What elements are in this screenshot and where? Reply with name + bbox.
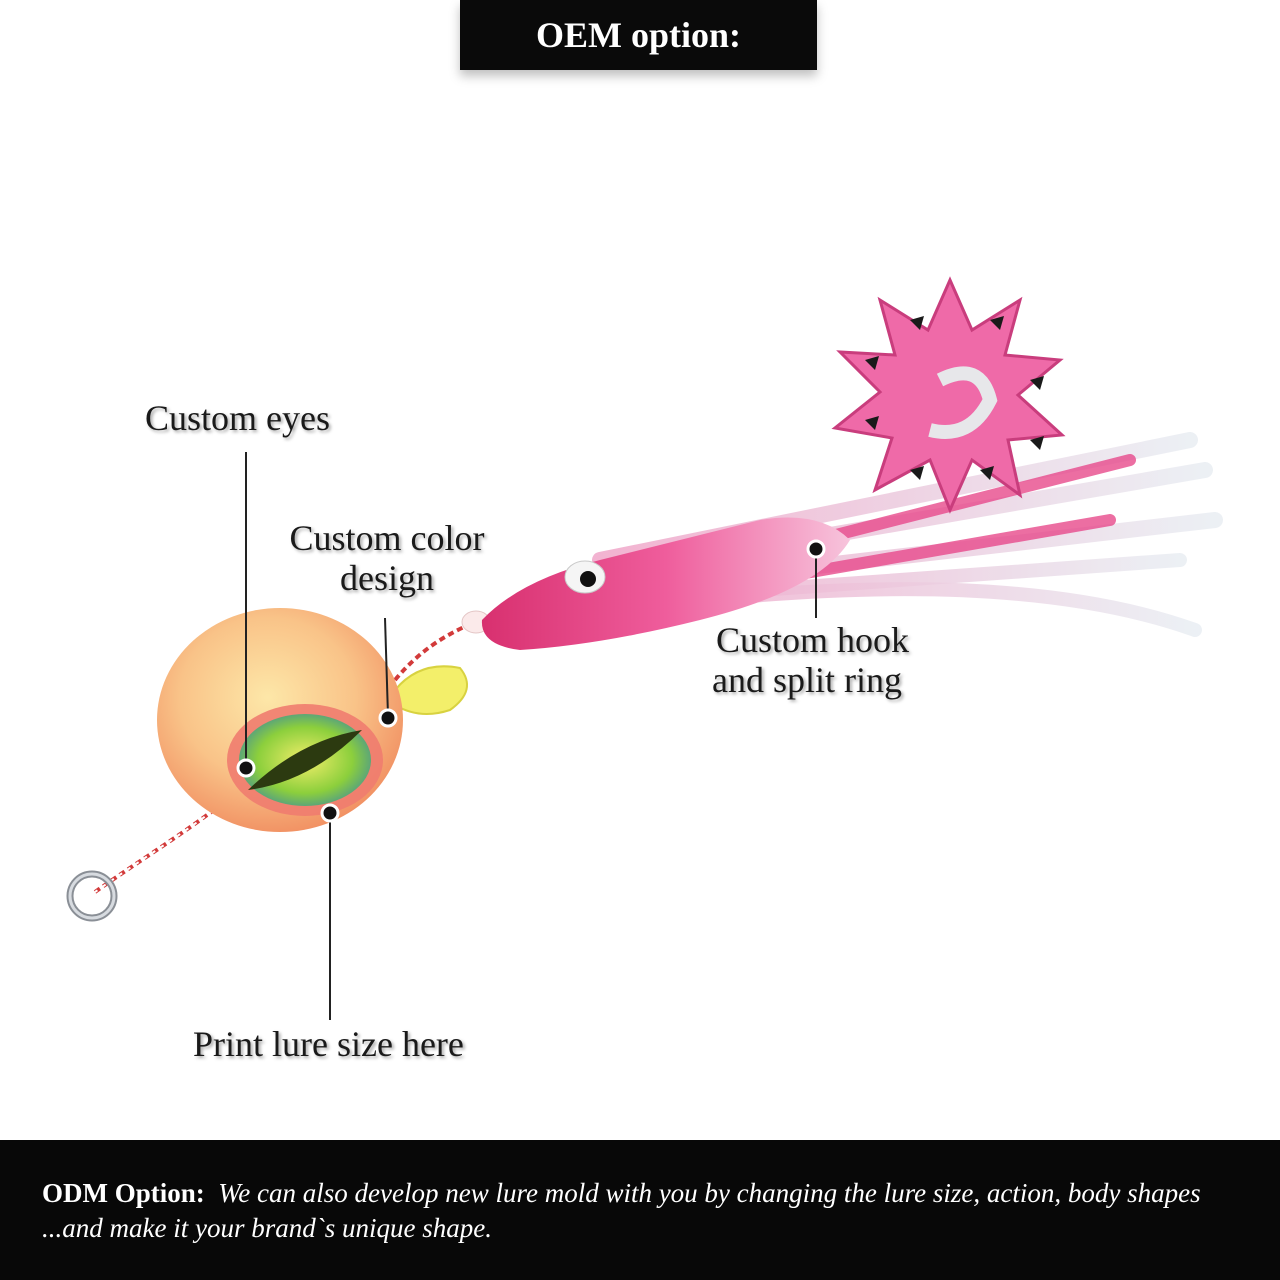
odm-footer: ODM Option: We can also develop new lure… <box>0 1140 1280 1280</box>
odm-heading: ODM Option: <box>42 1178 205 1208</box>
callout-hook-pointer <box>806 539 826 618</box>
skirt-body <box>481 517 850 650</box>
assist-tube <box>394 665 469 715</box>
split-ring-icon <box>66 870 118 922</box>
label-print-size: Print lure size here <box>193 1024 464 1064</box>
oem-banner: OEM option: <box>460 0 817 70</box>
oem-title: OEM option: <box>535 15 741 55</box>
label-custom-hook: Custom hook and split ring <box>712 620 909 700</box>
lure-head <box>157 608 403 832</box>
odm-body: We can also develop new lure mold with y… <box>42 1178 1201 1243</box>
label-custom-hook-line1: Custom hook <box>716 620 910 660</box>
label-custom-hook-line2: and split ring <box>712 660 902 700</box>
callout-color-pointer <box>378 617 398 728</box>
label-custom-color-line2: design <box>340 558 434 598</box>
callout-eyes-pointer <box>236 452 256 778</box>
label-custom-color-line1: Custom color <box>289 518 485 558</box>
label-custom-eyes: Custom eyes <box>145 398 330 438</box>
odm-text: ODM Option: We can also develop new lure… <box>42 1176 1242 1246</box>
lure-illustration <box>66 276 1223 1020</box>
star-spinner <box>831 276 1066 514</box>
callout-size-pointer <box>320 803 340 1020</box>
label-custom-color: Custom color design <box>270 518 504 598</box>
